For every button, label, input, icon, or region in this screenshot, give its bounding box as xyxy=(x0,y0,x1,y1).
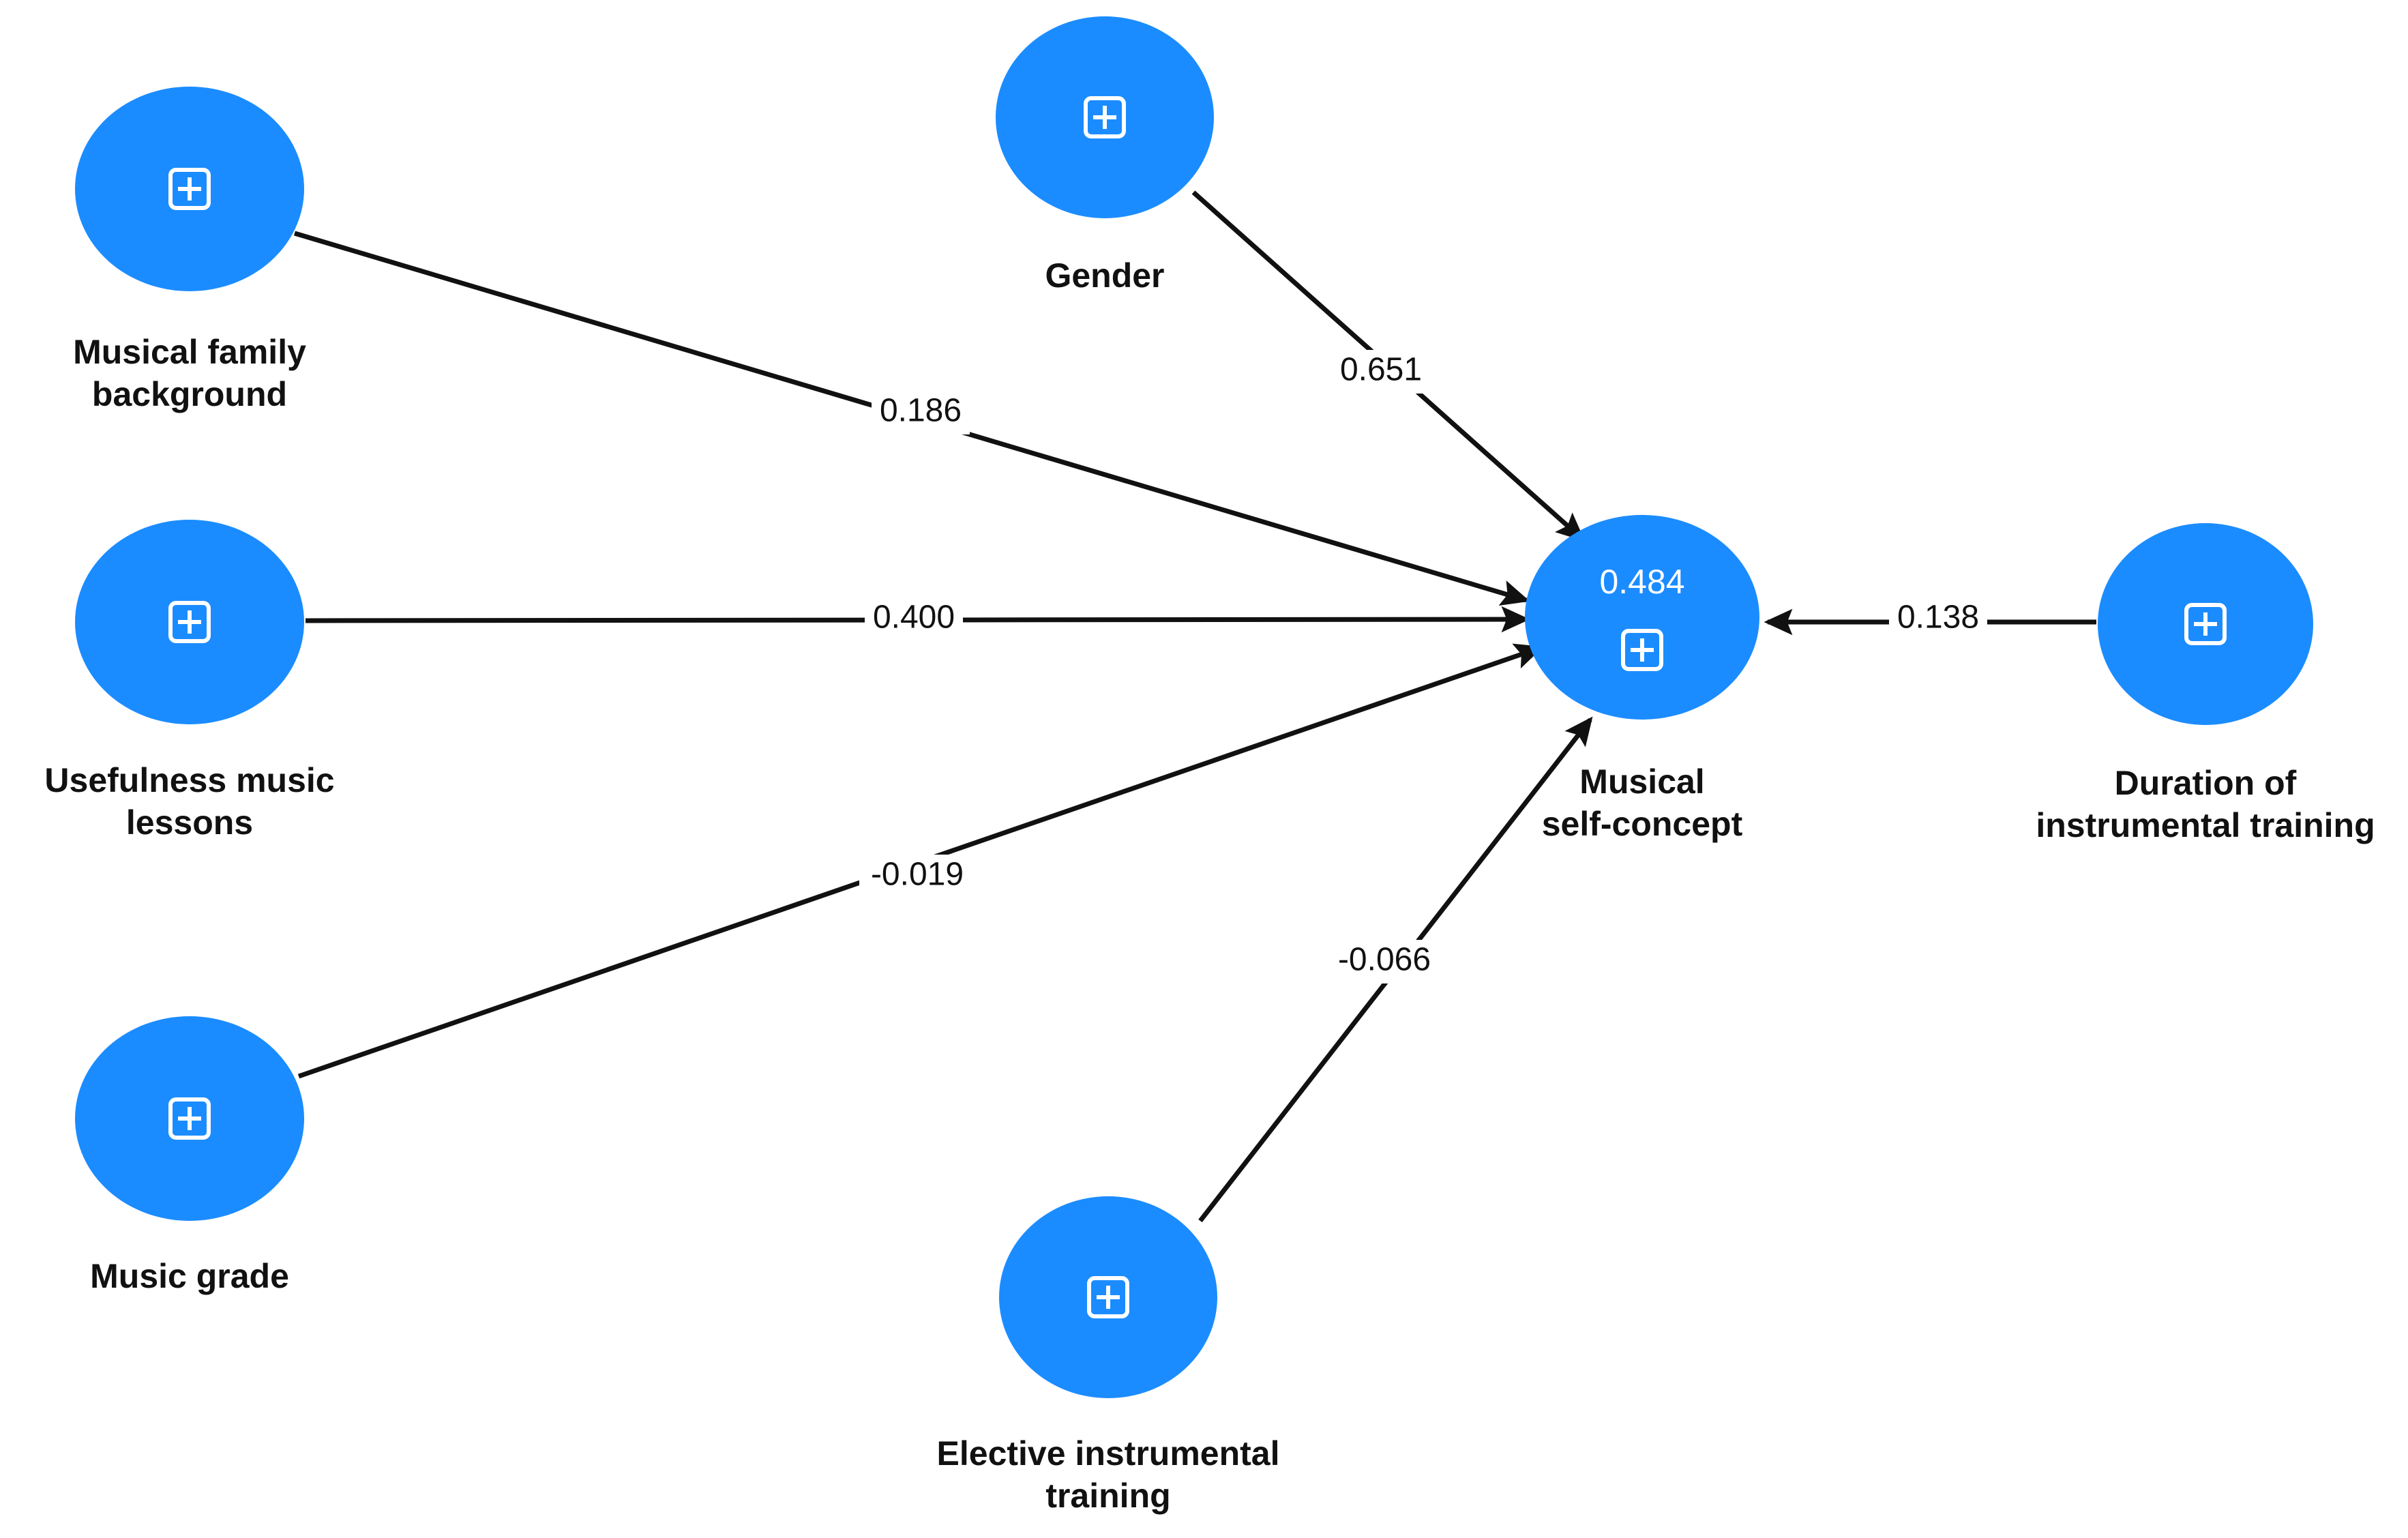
expand-plus-icon[interactable] xyxy=(1621,629,1663,671)
node-label-line-1: Duration of xyxy=(2115,764,2297,802)
edge-label-backdrop xyxy=(1332,350,1430,394)
node-duration-of-instrumental-training[interactable] xyxy=(2098,523,2313,725)
expand-plus-icon[interactable] xyxy=(168,1097,211,1140)
node-label-line-2: instrumental training xyxy=(2036,806,2375,844)
node-label: Gender xyxy=(1045,256,1164,295)
node-musical-self-concept[interactable]: 0.484 xyxy=(1525,515,1759,720)
node-label-line-2: lessons xyxy=(126,803,253,842)
node-music-grade[interactable] xyxy=(75,1016,304,1221)
expand-plus-icon[interactable] xyxy=(168,168,211,210)
node-label-line-1: Usefulness music xyxy=(44,761,334,799)
edge-coefficient-label: -0.066 xyxy=(1338,942,1431,978)
edge-coefficient-label: 0.400 xyxy=(873,600,955,636)
node-label-line-2: background xyxy=(92,375,287,413)
expand-plus-icon[interactable] xyxy=(2184,603,2227,645)
edge-coefficient-label: 0.651 xyxy=(1340,352,1422,388)
edge-labels-group: 0.186 0.400 -0.019 0.651 -0.066 0.138 xyxy=(859,350,1987,984)
edge-label-backdrop xyxy=(872,391,970,434)
node-label: Musical self-concept xyxy=(1542,763,1743,843)
edge-label-backdrop xyxy=(1889,597,1987,641)
edge-coefficient-label: -0.019 xyxy=(871,857,964,893)
expand-plus-icon[interactable] xyxy=(1087,1276,1129,1318)
node-ellipse[interactable] xyxy=(1525,515,1759,720)
node-r2-value: 0.484 xyxy=(1599,563,1684,601)
node-label-line-1: Musical family xyxy=(73,333,306,371)
edge-label-backdrop xyxy=(1326,940,1442,984)
edge-label-backdrop xyxy=(859,855,975,898)
node-label: Duration of instrumental training xyxy=(2036,764,2375,844)
node-label: Music grade xyxy=(90,1257,289,1295)
node-label-line-2: training xyxy=(1045,1477,1170,1515)
node-label: Usefulness music lessons xyxy=(44,761,334,842)
edge-label-backdrop xyxy=(865,597,963,641)
node-label-line-1: Elective instrumental xyxy=(937,1434,1280,1473)
node-musical-family-background[interactable] xyxy=(75,87,304,291)
node-elective-instrumental-training[interactable] xyxy=(999,1196,1217,1398)
node-label-line-1: Gender xyxy=(1045,256,1164,295)
node-usefulness-music-lessons[interactable] xyxy=(75,520,304,724)
node-label-line-1: Musical xyxy=(1579,763,1704,801)
edge-coefficient-label: 0.138 xyxy=(1897,600,1979,636)
edge-coefficient-label: 0.186 xyxy=(880,393,962,429)
node-label: Musical family background xyxy=(73,333,306,413)
node-label-line-1: Music grade xyxy=(90,1257,289,1295)
node-label: Elective instrumental training xyxy=(937,1434,1280,1515)
node-gender[interactable] xyxy=(996,16,1214,218)
edges-group xyxy=(294,190,2096,1223)
expand-plus-icon[interactable] xyxy=(1084,96,1126,138)
expand-plus-icon[interactable] xyxy=(168,601,211,643)
node-label-line-2: self-concept xyxy=(1542,805,1743,843)
